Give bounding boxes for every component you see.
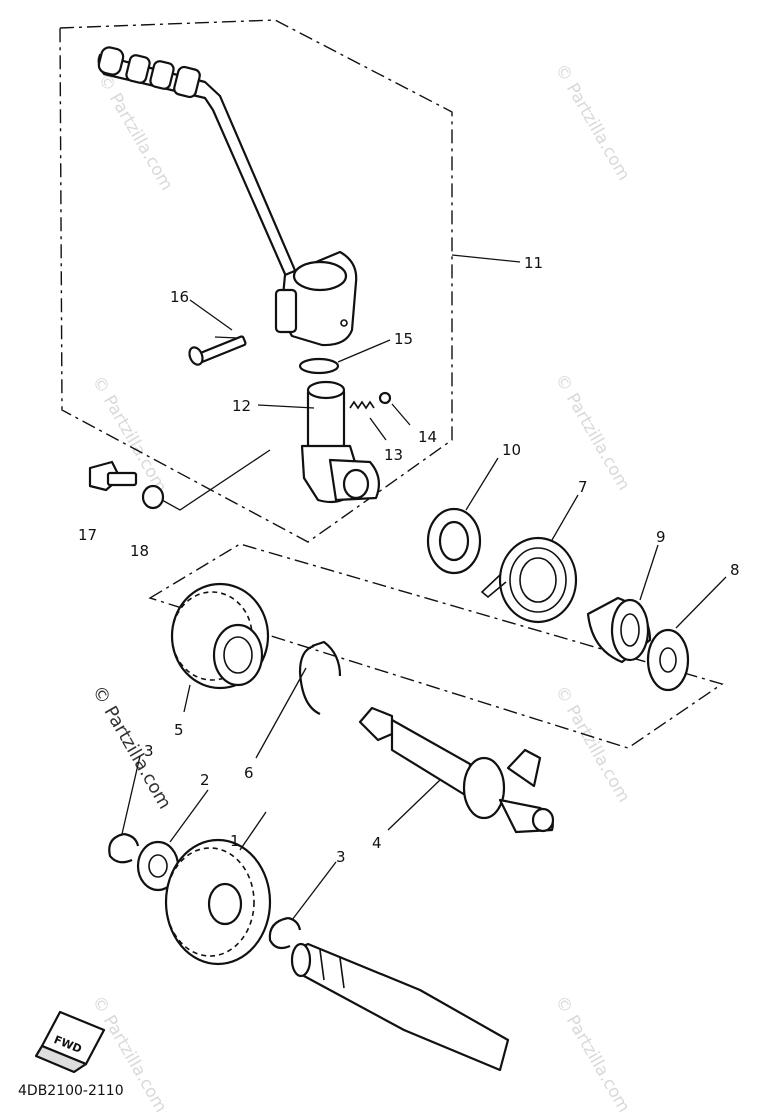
part-label: 7 [578,478,588,496]
part-label: 4 [372,834,382,852]
part-label: 13 [384,446,403,464]
bolt-17 [88,460,138,492]
part-label: 8 [730,561,740,579]
ratchet-gear [170,582,270,690]
circlip-6 [298,640,342,716]
watermark: © Partzilla.com [551,993,634,1117]
watermark: © Partzilla.com [551,683,634,807]
kick-crank-lever [97,46,358,347]
part-label: 18 [130,542,149,560]
kick-boss [300,380,381,504]
part-label: 5 [174,721,184,739]
kick-shaft-assembly-outline [148,543,724,749]
torsion-spring [480,536,578,624]
collar [586,596,652,664]
part-label: 3 [336,848,346,866]
part-label: 6 [244,764,254,782]
part-label: 3 [144,742,154,760]
bolt-16 [188,335,247,366]
circlip-3 [108,832,140,864]
part-label: 15 [394,330,413,348]
part-label: 1 [230,832,240,850]
fwd-arrow: FWD [34,1010,106,1074]
part-label: 10 [502,441,521,459]
washer-8 [646,628,690,692]
part-label: 12 [232,397,251,415]
part-label: 14 [418,428,437,446]
shaft [290,942,510,1072]
kick-crank-assembly-outline [59,19,453,543]
part-label: 9 [656,528,666,546]
part-label: 16 [170,288,189,306]
o-ring [298,357,340,375]
ball-14 [378,391,392,405]
part-labels: 1 2 3 3 4 5 6 7 8 9 10 11 12 13 14 15 16… [78,254,740,866]
drawing-code: 4DB2100-2110 [18,1083,124,1099]
watermark: © Partzilla.com [551,61,634,185]
assembly-outlines [59,19,724,749]
washer-18 [141,484,165,510]
watermark: © Partzilla.com [551,371,634,495]
part-label: 11 [524,254,543,272]
kick-gear [164,838,272,966]
kick-axle [358,706,555,834]
part-label: 17 [78,526,97,544]
spring-13 [349,400,375,410]
part-label: 2 [200,771,210,789]
oil-seal [426,507,482,575]
leader-lines [121,254,727,921]
circlip-3 [268,916,302,950]
